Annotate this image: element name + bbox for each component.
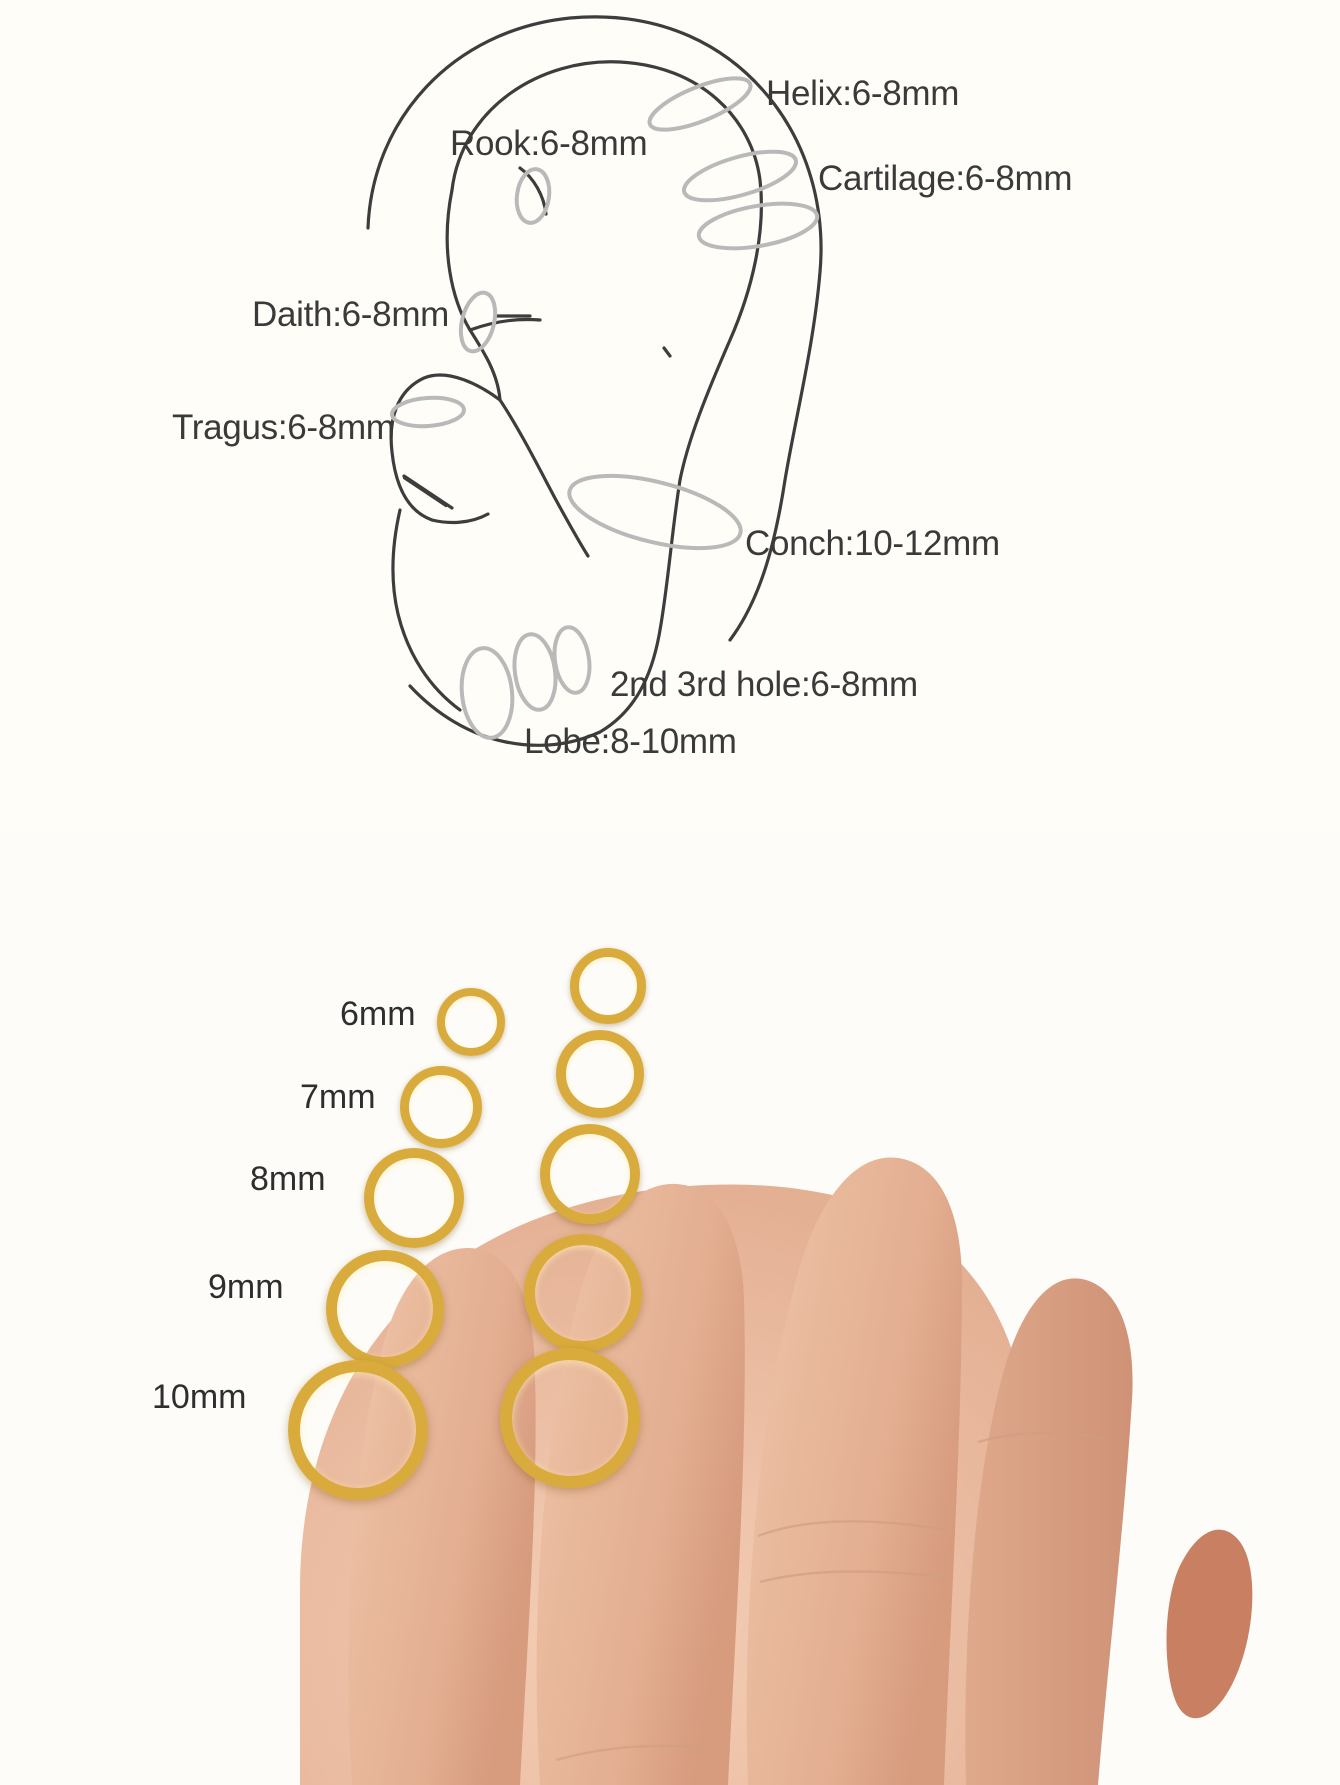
- hand-illustration: [300, 1157, 1253, 1785]
- hoop-6mm-left: [437, 988, 505, 1056]
- ear-outline-drawing: [366, 15, 823, 747]
- hoop-8mm-left: [364, 1148, 464, 1248]
- finger-pinky: [965, 1278, 1133, 1785]
- hoop-9mm-right: [524, 1234, 642, 1352]
- label-conch: Conch:10-12mm: [745, 524, 1000, 563]
- label-2nd-3rd-hole: 2nd 3rd hole:6-8mm: [610, 665, 918, 704]
- hoop-10mm-right: [500, 1348, 640, 1488]
- daith-hoop-icon: [458, 290, 498, 354]
- ear-piercing-diagram: Helix:6-8mm Rook:6-8mm Cartilage:6-8mm D…: [0, 0, 1340, 830]
- cartilage-hoop-icon-1: [682, 149, 798, 203]
- cartilage-hoop-icon-2: [696, 201, 820, 251]
- conch-hoop-icon: [567, 473, 743, 551]
- tragus-hoop-icon: [390, 395, 466, 429]
- lobe-hoop-icon: [459, 646, 515, 740]
- crease-line-1: [757, 1520, 949, 1538]
- size-label-6mm: 6mm: [340, 995, 416, 1033]
- crease-line-3: [977, 1431, 1105, 1444]
- thumb-nail: [1166, 1529, 1253, 1719]
- crease-line-4: [555, 1744, 731, 1762]
- label-lobe: Lobe:8-10mm: [524, 722, 737, 761]
- hoop-6mm-right: [570, 948, 646, 1024]
- size-label-8mm: 8mm: [250, 1160, 326, 1198]
- label-daith: Daith:6-8mm: [252, 295, 450, 334]
- label-tragus: Tragus:6-8mm: [172, 408, 395, 447]
- size-label-7mm: 7mm: [300, 1078, 376, 1116]
- hand-size-comparison-photo: 6mm 7mm 8mm 9mm 10mm: [0, 830, 1340, 1785]
- finger-ring: [746, 1157, 962, 1785]
- hoop-7mm-right: [556, 1030, 644, 1118]
- label-rook: Rook:6-8mm: [450, 124, 648, 163]
- size-label-9mm: 9mm: [208, 1268, 284, 1306]
- label-helix: Helix:6-8mm: [766, 74, 960, 113]
- hoop-8mm-right: [540, 1124, 640, 1224]
- label-cartilage: Cartilage:6-8mm: [818, 159, 1073, 198]
- size-label-10mm: 10mm: [152, 1378, 247, 1416]
- rook-hoop-icon: [514, 167, 552, 225]
- hoop-9mm-left: [326, 1250, 444, 1368]
- hoop-7mm-left: [400, 1066, 482, 1148]
- helix-hoop-icon: [647, 76, 753, 132]
- hoop-10mm-left: [288, 1360, 428, 1500]
- crease-line-2: [759, 1570, 951, 1584]
- hole-2-hoop-icon: [512, 632, 558, 712]
